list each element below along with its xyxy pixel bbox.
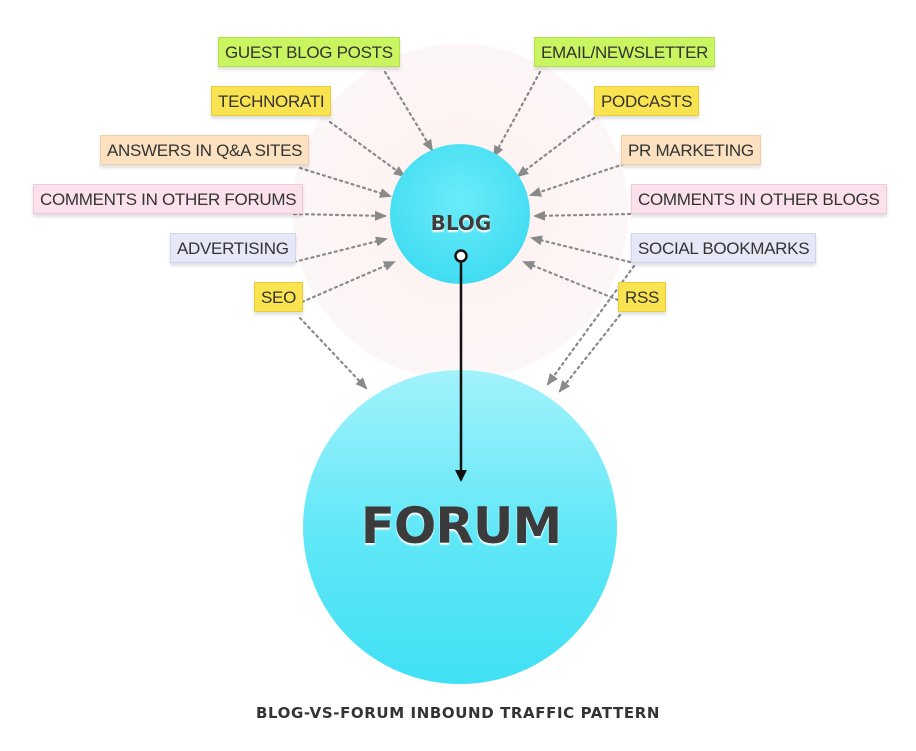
source-rss: RSS: [618, 282, 667, 312]
arrow-answers-qa: [298, 166, 392, 198]
arrow-seo-blog: [300, 260, 396, 304]
source-pr-marketing: PR MARKETING: [621, 135, 761, 165]
arrow-rss-forum: [558, 313, 622, 393]
blog-label: BLOG: [431, 211, 492, 235]
arrow-rss-blog: [522, 260, 620, 302]
source-answers-qa: ANSWERS IN Q&A SITES: [100, 135, 310, 165]
arrow-seo-forum: [298, 316, 368, 390]
arrow-advertising: [292, 236, 388, 264]
source-seo: SEO: [254, 282, 304, 312]
arrow-origin-dot: [454, 249, 468, 263]
source-advertising: ADVERTISING: [170, 233, 296, 263]
source-technorati: TECHNORATI: [211, 86, 332, 116]
source-podcasts: PODCASTS: [594, 86, 700, 116]
arrow-comments-blogs: [533, 210, 632, 221]
source-guest-blog-posts: GUEST BLOG POSTS: [218, 37, 400, 67]
diagram-caption: BLOG-VS-FORUM INBOUND TRAFFIC PATTERN: [255, 704, 660, 722]
arrow-podcasts: [516, 116, 596, 178]
source-comments-blogs: COMMENTS IN OTHER BLOGS: [631, 184, 887, 214]
source-social-bookmarks: SOCIAL BOOKMARKS: [631, 233, 817, 263]
arrow-social-blog: [530, 235, 632, 264]
blog-circle: [390, 144, 530, 284]
arrow-email-newsletter: [492, 70, 542, 158]
forum-label: FORUM: [361, 497, 562, 555]
source-comments-forums: COMMENTS IN OTHER FORUMS: [33, 184, 304, 214]
arrow-pr-marketing: [529, 162, 626, 197]
source-email-newsletter: EMAIL/NEWSLETTER: [534, 37, 716, 67]
forum-circle: [303, 370, 617, 684]
